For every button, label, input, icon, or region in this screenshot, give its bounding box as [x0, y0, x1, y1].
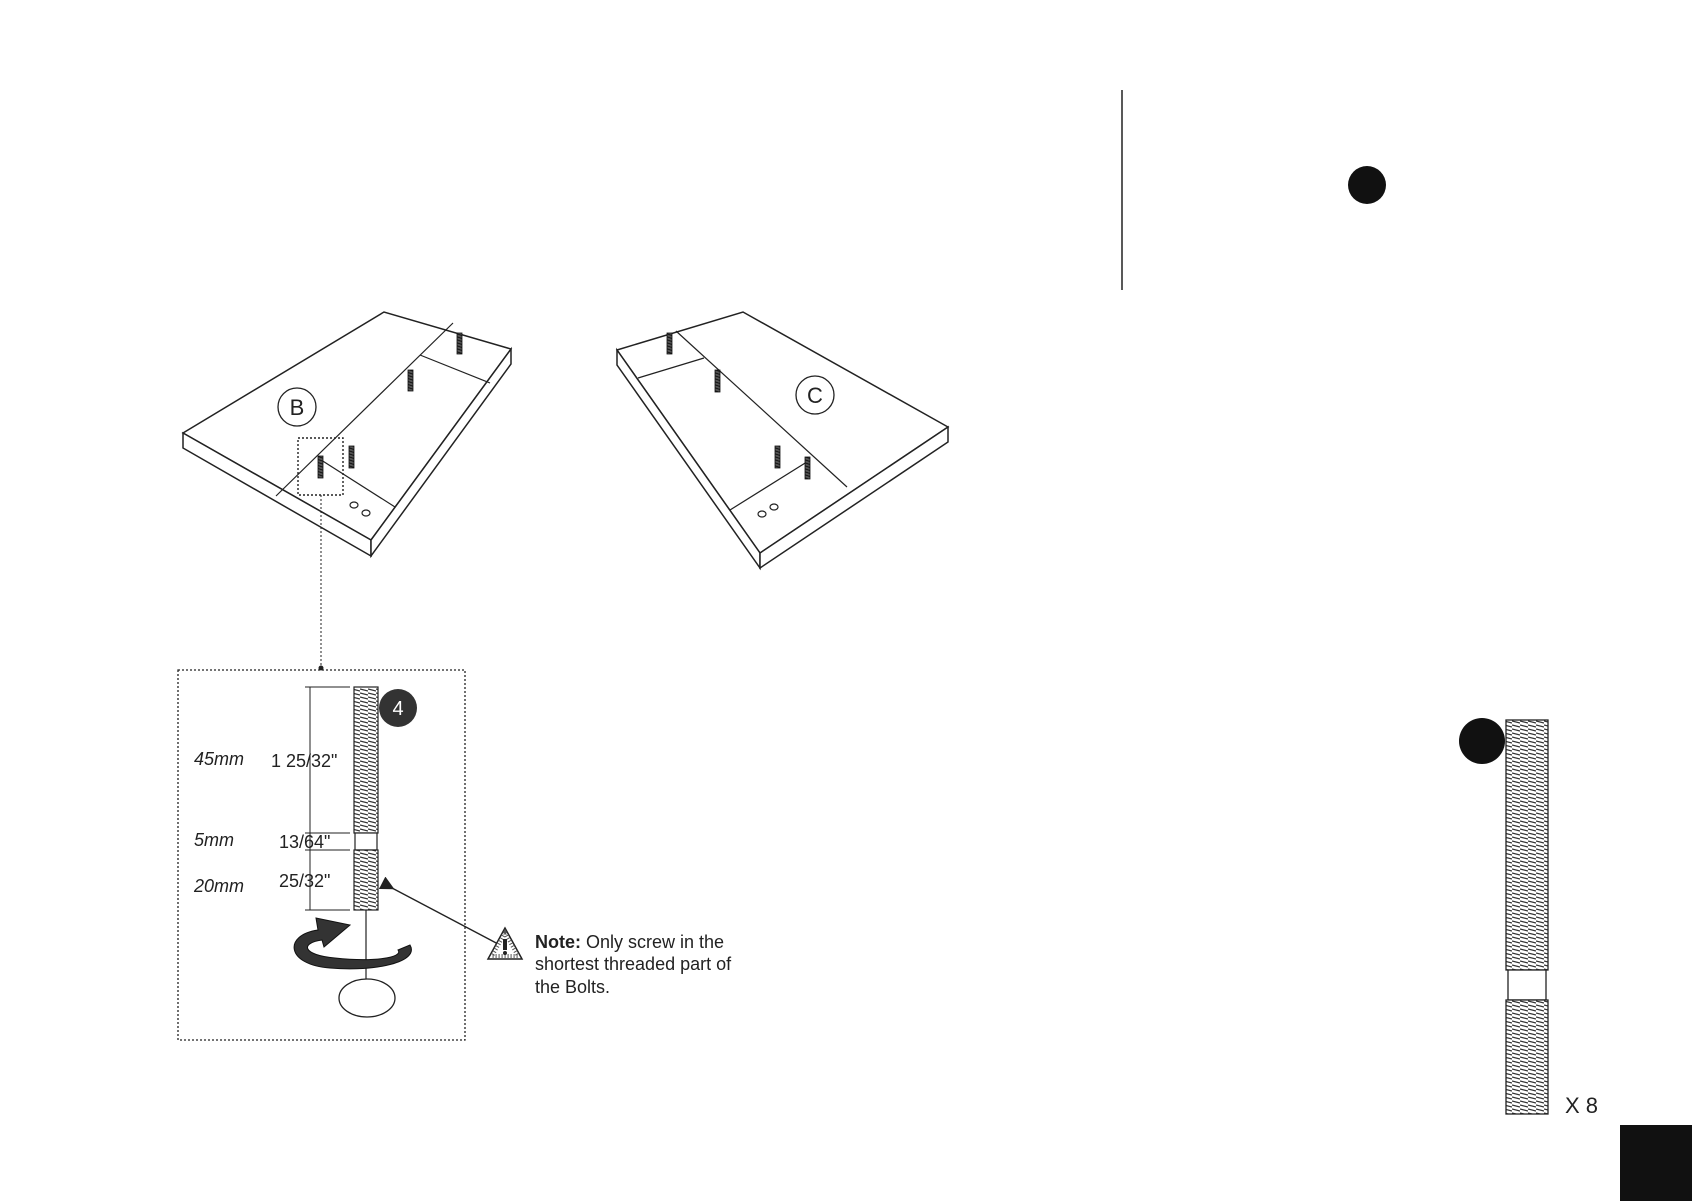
hardware-quantity: X 8 — [1565, 1093, 1598, 1118]
step-dot — [1348, 166, 1386, 204]
bolt-detail-box: 4 45mm 1 25/32" 5mm 13/64" 20mm 25/32" — [178, 670, 465, 1040]
note-line-2: shortest threaded part of — [535, 954, 732, 974]
warning-icon — [488, 928, 522, 959]
dim-3-imperial: 25/32" — [279, 871, 330, 891]
note-line-1: Note: Only screw in the — [535, 932, 724, 952]
dim-1-imperial: 1 25/32" — [271, 751, 337, 771]
note-line-3: the Bolts. — [535, 977, 610, 997]
rotate-arrow-icon — [294, 918, 411, 969]
note-line-1-text: Only screw in the — [581, 932, 724, 952]
dim-1-metric: 45mm — [194, 749, 244, 769]
note-label: Note: — [535, 932, 581, 952]
page-number-box — [1620, 1125, 1692, 1201]
dim-2-imperial: 13/64" — [279, 832, 330, 852]
part-number: 4 — [392, 698, 403, 720]
panel-c: C — [617, 312, 948, 568]
panel-b-label: B — [290, 395, 305, 420]
panel-c-label: C — [807, 383, 823, 408]
hardware-bolt — [1459, 718, 1548, 1114]
dim-3-metric: 20mm — [193, 876, 244, 896]
panel-b: B — [183, 312, 511, 671]
dim-2-metric: 5mm — [194, 830, 234, 850]
